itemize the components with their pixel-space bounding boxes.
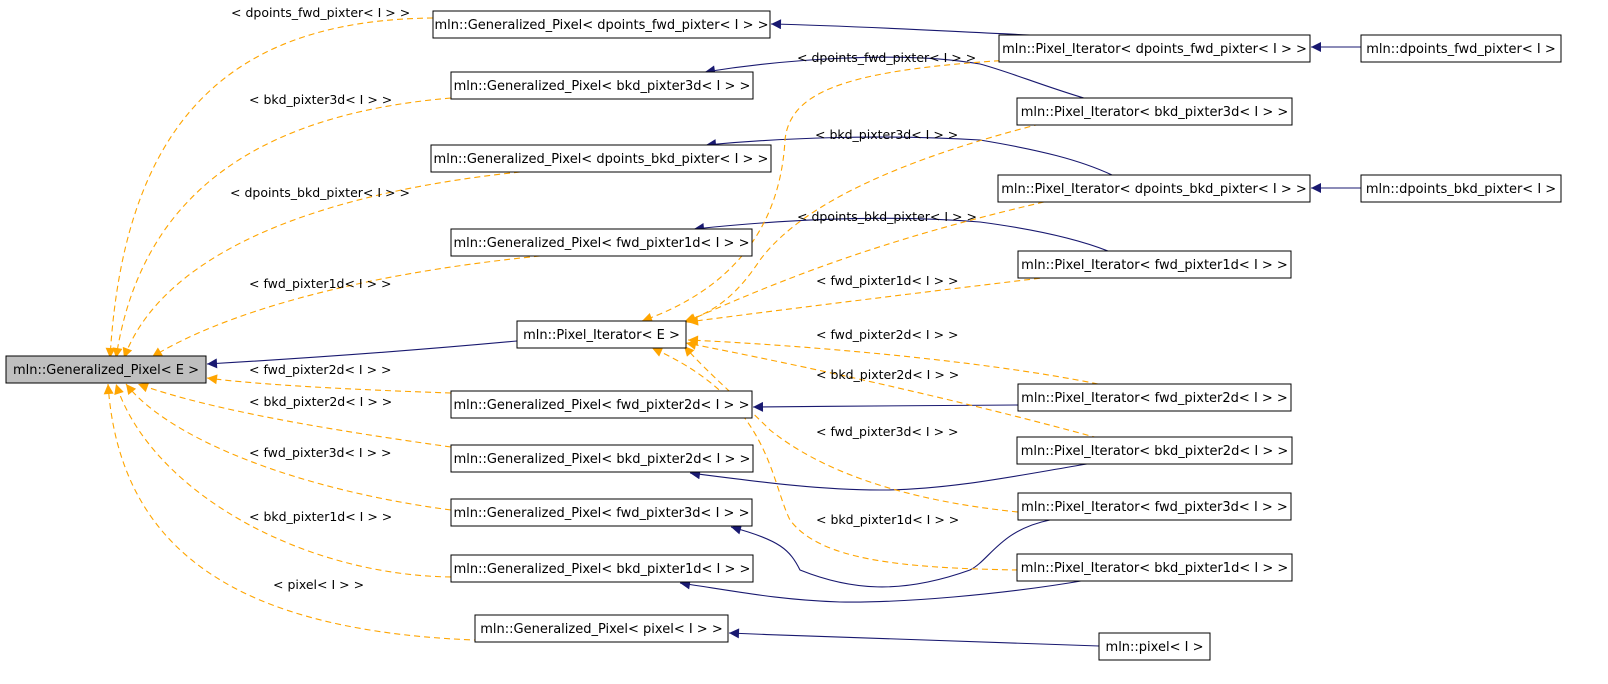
node-label: mln::Generalized_Pixel< fwd_pixter1d< I …: [454, 236, 750, 251]
node-gp-fwd-pixter3d[interactable]: mln::Generalized_Pixel< fwd_pixter3d< I …: [450, 498, 753, 527]
tedge-pi-b2d-to-pi-e: [685, 339, 1099, 439]
edge-label: < dpoints_bkd_pixter< I > >: [797, 209, 977, 224]
tedge-gp-b3d-to-gp-e: [112, 97, 452, 359]
node-label: mln::Generalized_Pixel< fwd_pixter2d< I …: [454, 398, 750, 413]
edge-label: < dpoints_bkd_pixter< I > >: [230, 185, 410, 200]
edge-label: < bkd_pixter3d< I > >: [249, 92, 392, 107]
tedge-gp-f1d-to-gp-e: [151, 255, 541, 358]
node-gp-pixel[interactable]: mln::Generalized_Pixel< pixel< I > >: [474, 614, 729, 643]
node-gp-bkd-pixter1d[interactable]: mln::Generalized_Pixel< bkd_pixter1d< I …: [450, 554, 754, 583]
edge-label: < fwd_pixter1d< I > >: [816, 273, 959, 288]
node-label: mln::dpoints_bkd_pixter< I >: [1366, 182, 1556, 197]
edge-label: < bkd_pixter2d< I > >: [816, 367, 959, 382]
node-label: mln::Pixel_Iterator< fwd_pixter3d< I > >: [1021, 500, 1288, 515]
node-label: mln::Pixel_Iterator< dpoints_fwd_pixter<…: [1002, 42, 1307, 57]
edge-label: < dpoints_fwd_pixter< I > >: [231, 5, 410, 20]
tedge-pi-b3d-to-pi-e: [683, 123, 1041, 324]
node-label: mln::Pixel_Iterator< fwd_pixter1d< I > >: [1021, 258, 1288, 273]
tedge-pi-dbkd-to-pi-e: [685, 201, 1045, 323]
edge-pi-f1d-to-gp-f1d: [693, 217, 1109, 252]
node-pi-fwd-pixter1d[interactable]: mln::Pixel_Iterator< fwd_pixter1d< I > >: [1017, 250, 1292, 279]
node-pixel[interactable]: mln::pixel< I >: [1098, 632, 1211, 661]
node-gp-bkd-pixter3d[interactable]: mln::Generalized_Pixel< bkd_pixter3d< I …: [450, 71, 754, 100]
node-pi-fwd-pixter3d[interactable]: mln::Pixel_Iterator< fwd_pixter3d< I > >: [1017, 492, 1292, 521]
node-gp-dpoints-fwd-pixter[interactable]: mln::Generalized_Pixel< dpoints_fwd_pixt…: [432, 10, 771, 39]
node-label: mln::Generalized_Pixel< E >: [13, 363, 199, 378]
edge-pi-dfwd-to-gp-dfwd: [770, 19, 1031, 36]
tedge-gp-f2d-to-gp-e: [206, 374, 452, 394]
edge-label: < fwd_pixter3d< I > >: [249, 445, 392, 460]
node-label: mln::Generalized_Pixel< pixel< I > >: [480, 622, 722, 637]
node-dpoints-bkd-pixter[interactable]: mln::dpoints_bkd_pixter< I >: [1360, 174, 1562, 203]
edge-pi-b2d-to-gp-b2d: [689, 463, 1088, 491]
node-pi-bkd-pixter2d[interactable]: mln::Pixel_Iterator< bkd_pixter2d< I > >: [1016, 436, 1293, 465]
node-gp-bkd-pixter2d[interactable]: mln::Generalized_Pixel< bkd_pixter2d< I …: [450, 444, 754, 473]
node-pixel-iterator-e[interactable]: mln::Pixel_Iterator< E >: [516, 320, 687, 349]
node-label: mln::Generalized_Pixel< bkd_pixter1d< I …: [454, 562, 751, 577]
node-pi-dpoints-bkd-pixter[interactable]: mln::Pixel_Iterator< dpoints_bkd_pixter<…: [997, 174, 1311, 203]
tedge-gp-dbkd-to-gp-e: [122, 171, 521, 359]
node-pi-bkd-pixter1d[interactable]: mln::Pixel_Iterator< bkd_pixter1d< I > >: [1016, 553, 1293, 582]
node-dpoints-fwd-pixter[interactable]: mln::dpoints_fwd_pixter< I >: [1360, 34, 1562, 63]
edge-label: < fwd_pixter1d< I > >: [249, 276, 392, 291]
node-generalized-pixel-e[interactable]: mln::Generalized_Pixel< E >: [5, 355, 207, 384]
edge-label: < fwd_pixter2d< I > >: [816, 327, 959, 342]
nodes: mln::Generalized_Pixel< E > mln::Pixel_I…: [5, 10, 1562, 661]
node-label: mln::Pixel_Iterator< bkd_pixter1d< I > >: [1021, 561, 1288, 576]
node-label: mln::pixel< I >: [1106, 640, 1204, 655]
edge-label: < bkd_pixter2d< I > >: [249, 394, 392, 409]
edge-pi-b1d-to-gp-b1d: [679, 579, 1088, 603]
node-label: mln::dpoints_fwd_pixter< I >: [1366, 42, 1556, 57]
node-pi-fwd-pixter2d[interactable]: mln::Pixel_Iterator< fwd_pixter2d< I > >: [1017, 383, 1292, 412]
edge-pi-e-to-gp-e: [206, 340, 518, 369]
node-label: mln::Pixel_Iterator< dpoints_bkd_pixter<…: [1001, 182, 1307, 197]
node-pi-bkd-pixter3d[interactable]: mln::Pixel_Iterator< bkd_pixter3d< I > >: [1016, 97, 1293, 126]
tedge-pi-dfwd-to-pi-e: [641, 59, 1011, 323]
edge-label: < dpoints_fwd_pixter< I > >: [797, 50, 976, 65]
edge-label: < bkd_pixter1d< I > >: [816, 512, 959, 527]
tedge-gp-f3d-to-gp-e: [125, 383, 452, 511]
edge-pi-b3d-to-gp-b3d: [704, 56, 1088, 100]
tedge-pi-f2d-to-pi-e: [687, 335, 1099, 385]
edge-pix-to-gp-pix: [728, 628, 1100, 647]
edge-labels-left: < dpoints_fwd_pixter< I > > < bkd_pixter…: [230, 5, 410, 592]
node-label: mln::Pixel_Iterator< bkd_pixter3d< I > >: [1021, 105, 1288, 120]
inherit-edges: [206, 19, 1361, 647]
node-label: mln::Generalized_Pixel< dpoints_bkd_pixt…: [434, 152, 769, 167]
node-label: mln::Generalized_Pixel< dpoints_fwd_pixt…: [434, 18, 768, 33]
edge-labels-right: < dpoints_fwd_pixter< I > > < bkd_pixter…: [797, 50, 977, 527]
tedge-gp-dfwd-to-gp-e: [105, 17, 434, 359]
edge-label: < bkd_pixter3d< I > >: [815, 127, 958, 142]
node-label: mln::Pixel_Iterator< fwd_pixter2d< I > >: [1021, 391, 1288, 406]
node-label: mln::Generalized_Pixel< fwd_pixter3d< I …: [454, 506, 750, 521]
node-label: mln::Generalized_Pixel< bkd_pixter3d< I …: [454, 79, 751, 94]
edge-label: < fwd_pixter2d< I > >: [249, 362, 392, 377]
node-label: mln::Generalized_Pixel< bkd_pixter2d< I …: [454, 452, 751, 467]
edge-pi-dbkd-to-gp-dbkd: [705, 136, 1113, 176]
edge-pi-f3d-to-gp-f3d: [730, 519, 1051, 588]
node-pi-dpoints-fwd-pixter[interactable]: mln::Pixel_Iterator< dpoints_fwd_pixter<…: [998, 34, 1311, 63]
node-gp-fwd-pixter1d[interactable]: mln::Generalized_Pixel< fwd_pixter1d< I …: [450, 228, 753, 257]
tedge-pi-f3d-to-pi-e: [683, 345, 1019, 513]
node-gp-dpoints-bkd-pixter[interactable]: mln::Generalized_Pixel< dpoints_bkd_pixt…: [430, 144, 772, 173]
node-gp-fwd-pixter2d[interactable]: mln::Generalized_Pixel< fwd_pixter2d< I …: [450, 390, 753, 419]
node-label: mln::Pixel_Iterator< E >: [523, 328, 680, 343]
tedge-gp-pix-to-gp-e: [103, 383, 521, 642]
edge-label: < pixel< I > >: [273, 577, 364, 592]
tedge-pi-f1d-to-pi-e: [687, 276, 1051, 326]
edge-pi-f2d-to-gp-f2d: [752, 401, 1019, 412]
node-label: mln::Pixel_Iterator< bkd_pixter2d< I > >: [1021, 444, 1288, 459]
tedge-gp-b1d-to-gp-e: [114, 383, 452, 578]
edge-label: < bkd_pixter1d< I > >: [249, 509, 392, 524]
edge-label: < fwd_pixter3d< I > >: [816, 424, 959, 439]
